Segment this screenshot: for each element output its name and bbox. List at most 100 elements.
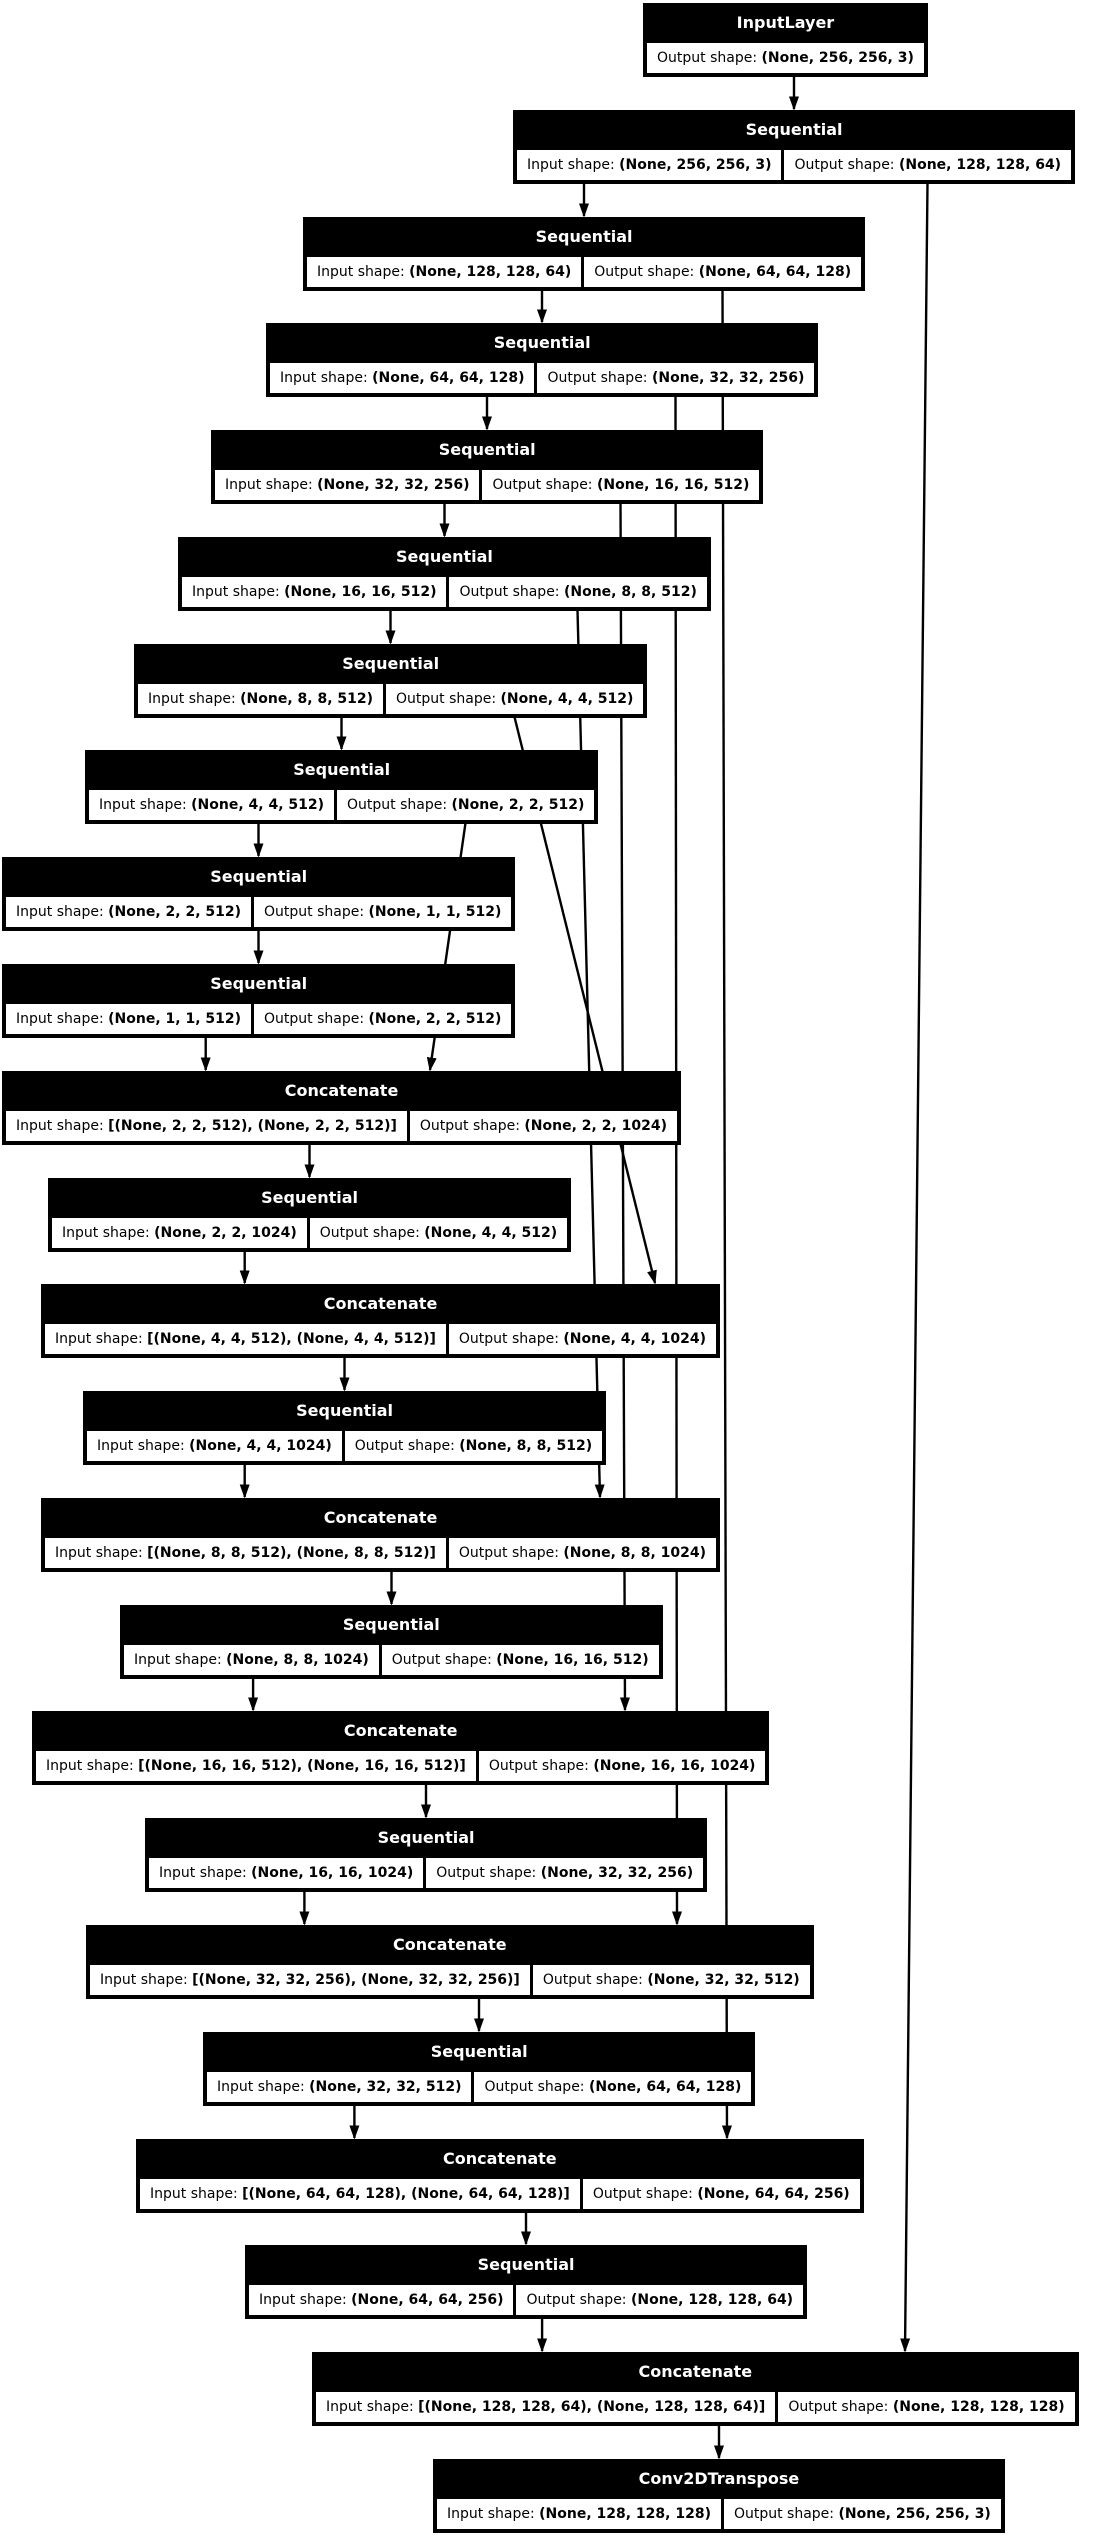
output-shape-cell: Output shape: (None, 32, 32, 256) bbox=[426, 1858, 704, 1888]
input-shape-cell: Input shape: [(None, 128, 128, 64), (Non… bbox=[316, 2392, 776, 2422]
output-shape-value: (None, 32, 32, 512) bbox=[647, 1972, 800, 1988]
output-shape-cell: Output shape: (None, 128, 128, 128) bbox=[778, 2392, 1075, 2422]
input-shape-label: Input shape: bbox=[447, 2506, 540, 2522]
input-shape-cell: Input shape: (None, 128, 128, 64) bbox=[307, 257, 582, 287]
output-shape-cell: Output shape: (None, 128, 128, 64) bbox=[516, 2285, 804, 2315]
input-shape-label: Input shape: bbox=[280, 370, 373, 386]
output-shape-label: Output shape: bbox=[542, 1972, 648, 1988]
input-shape-label: Input shape: bbox=[148, 691, 241, 707]
output-shape-value: (None, 16, 16, 1024) bbox=[593, 1758, 756, 1774]
shape-row: Input shape: (None, 8, 8, 512)Output sha… bbox=[134, 684, 647, 718]
output-shape-cell: Output shape: (None, 2, 2, 512) bbox=[254, 1004, 512, 1034]
input-shape-value: (None, 128, 128, 64) bbox=[409, 264, 572, 280]
layer-title: Sequential bbox=[477, 2255, 575, 2274]
output-shape-label: Output shape: bbox=[459, 584, 564, 600]
output-shape-label: Output shape: bbox=[526, 2292, 631, 2308]
input-shape-value: (None, 8, 8, 1024) bbox=[226, 1652, 369, 1668]
output-shape-label: Output shape: bbox=[264, 1011, 369, 1027]
input-shape-cell: Input shape: (None, 4, 4, 512) bbox=[89, 790, 335, 820]
shape-row: Output shape: (None, 256, 256, 3) bbox=[643, 43, 928, 77]
output-shape-label: Output shape: bbox=[547, 370, 652, 386]
shape-row: Input shape: [(None, 16, 16, 512), (None… bbox=[32, 1751, 769, 1785]
layer-title: Sequential bbox=[293, 760, 391, 779]
input-shape-value: [(None, 16, 16, 512), (None, 16, 16, 512… bbox=[138, 1758, 466, 1774]
shape-row: Input shape: (None, 32, 32, 512)Output s… bbox=[203, 2072, 755, 2106]
output-shape-cell: Output shape: (None, 1, 1, 512) bbox=[254, 897, 512, 927]
output-shape-value: (None, 64, 64, 128) bbox=[698, 264, 852, 280]
input-shape-value: (None, 16, 16, 512) bbox=[284, 584, 437, 600]
output-shape-label: Output shape: bbox=[458, 1331, 564, 1347]
input-shape-value: (None, 8, 8, 512) bbox=[240, 691, 374, 707]
input-shape-value: (None, 2, 2, 512) bbox=[108, 904, 242, 920]
input-shape-cell: Input shape: [(None, 4, 4, 512), (None, … bbox=[45, 1324, 446, 1354]
layer-title: Sequential bbox=[296, 1401, 393, 1420]
input-shape-cell: Input shape: [(None, 8, 8, 512), (None, … bbox=[45, 1538, 446, 1568]
input-shape-value: (None, 256, 256, 3) bbox=[619, 157, 772, 173]
output-shape-cell: Output shape: (None, 64, 64, 128) bbox=[584, 257, 862, 287]
input-shape-cell: Input shape: (None, 32, 32, 512) bbox=[207, 2072, 472, 2102]
output-shape-cell: Output shape: (None, 2, 2, 1024) bbox=[409, 1111, 677, 1141]
layer-title: Concatenate bbox=[323, 1508, 438, 1527]
output-shape-value: (None, 64, 64, 256) bbox=[697, 2186, 850, 2202]
output-shape-value: (None, 2, 2, 512) bbox=[451, 797, 585, 813]
input-shape-value: (None, 4, 4, 1024) bbox=[189, 1438, 332, 1454]
output-shape-label: Output shape: bbox=[592, 2186, 698, 2202]
shape-row: Input shape: [(None, 128, 128, 64), (Non… bbox=[312, 2392, 1079, 2426]
shape-row: Input shape: (None, 64, 64, 256)Output s… bbox=[245, 2285, 807, 2319]
input-shape-label: Input shape: bbox=[99, 797, 192, 813]
output-shape-label: Output shape: bbox=[354, 1438, 460, 1454]
input-shape-value: (None, 128, 128, 128) bbox=[539, 2506, 711, 2522]
shape-row: Input shape: (None, 16, 16, 512)Output s… bbox=[178, 577, 711, 611]
input-shape-value: (None, 32, 32, 256) bbox=[317, 477, 470, 493]
input-shape-label: Input shape: bbox=[16, 904, 109, 920]
input-shape-cell: Input shape: (None, 128, 128, 128) bbox=[437, 2499, 721, 2529]
output-shape-cell: Output shape: (None, 8, 8, 512) bbox=[449, 577, 707, 607]
shape-row: Input shape: [(None, 8, 8, 512), (None, … bbox=[41, 1538, 720, 1572]
layer-title: Sequential bbox=[342, 1615, 440, 1634]
input-shape-label: Input shape: bbox=[134, 1652, 227, 1668]
input-shape-label: Input shape: bbox=[16, 1118, 109, 1134]
input-shape-value: (None, 16, 16, 1024) bbox=[251, 1865, 414, 1881]
layer-title: Sequential bbox=[210, 974, 308, 993]
output-shape-value: (None, 32, 32, 256) bbox=[651, 370, 805, 386]
input-shape-label: Input shape: bbox=[225, 477, 318, 493]
input-shape-value: [(None, 32, 32, 256), (None, 32, 32, 256… bbox=[192, 1972, 520, 1988]
shape-row: Input shape: (None, 64, 64, 128) Output s… bbox=[266, 363, 818, 397]
skip-connection-edge bbox=[671, 395, 682, 1926]
input-shape-value: (None, 2, 2, 1024) bbox=[154, 1225, 297, 1241]
layer-title: InputLayer bbox=[736, 13, 835, 32]
shape-row: Input shape: (None, 128, 128, 128) Output… bbox=[433, 2499, 1005, 2533]
input-shape-cell: Input shape: (None, 2, 2, 1024) bbox=[52, 1218, 307, 1248]
output-shape-label: Output shape: bbox=[488, 1758, 594, 1774]
input-shape-cell: Input shape: [(None, 64, 64, 128), (None… bbox=[140, 2179, 580, 2209]
output-shape-value: (None, 8, 8, 512) bbox=[563, 584, 697, 600]
input-shape-cell: Input shape: (None, 2, 2, 512) bbox=[6, 897, 252, 927]
output-shape-value: (None, 16, 16, 512) bbox=[496, 1652, 649, 1668]
output-shape-value: (None, 64, 64, 128) bbox=[588, 2079, 742, 2095]
output-shape-value: (None, 128, 128, 64) bbox=[630, 2292, 794, 2308]
input-shape-label: Input shape: bbox=[150, 2186, 243, 2202]
input-shape-label: Input shape: bbox=[259, 2292, 352, 2308]
input-shape-label: Input shape: bbox=[55, 1545, 148, 1561]
output-shape-value: (None, 4, 4, 512) bbox=[500, 691, 634, 707]
output-shape-label: Output shape: bbox=[733, 2506, 839, 2522]
output-shape-label: Output shape: bbox=[319, 1225, 425, 1241]
output-shape-label: Output shape: bbox=[794, 157, 899, 173]
input-shape-cell: Input shape: (None, 64, 64, 128) bbox=[270, 363, 535, 393]
input-shape-label: Input shape: bbox=[55, 1331, 148, 1347]
input-shape-value: [(None, 2, 2, 512), (None, 2, 2, 512)] bbox=[108, 1118, 397, 1134]
output-shape-label: Output shape: bbox=[458, 1545, 564, 1561]
output-shape-label: Output shape: bbox=[657, 50, 762, 66]
